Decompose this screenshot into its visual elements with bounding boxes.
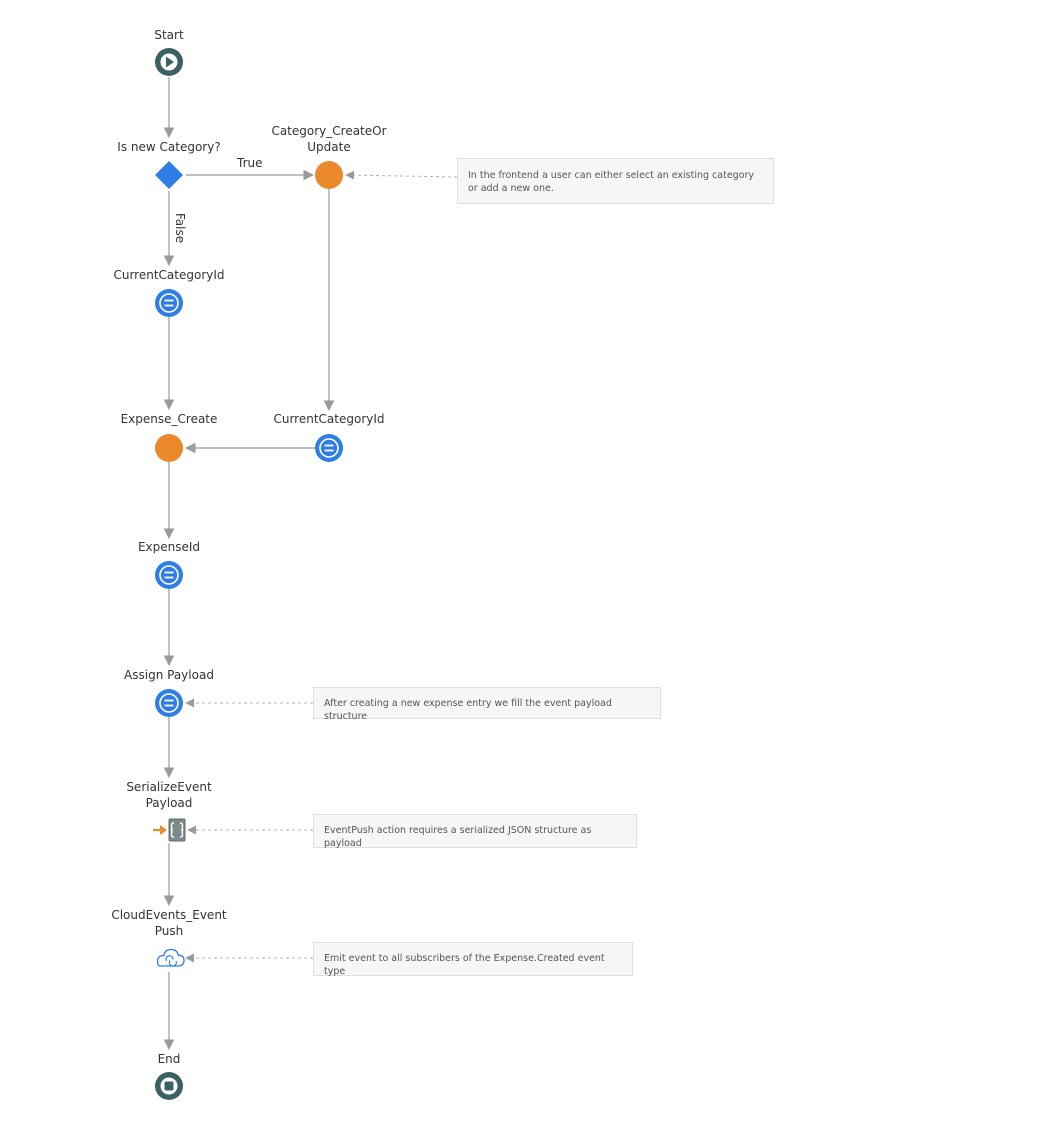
comment-payload[interactable]: After creating a new expense entry we fi…	[313, 687, 661, 722]
end-label: End	[157, 1052, 181, 1066]
stop-icon	[160, 1077, 178, 1095]
decision-label: Is new Category?	[117, 140, 221, 154]
end-node[interactable]	[155, 1072, 183, 1100]
equals-icon	[319, 438, 339, 458]
play-icon	[160, 53, 178, 71]
false-branch-label: False	[173, 213, 187, 244]
start-node[interactable]	[155, 48, 183, 76]
start-label: Start	[154, 28, 184, 42]
true-branch-label: True	[237, 156, 263, 170]
assign-expenseid-node[interactable]	[155, 561, 183, 589]
assign-payload-node[interactable]	[155, 689, 183, 717]
cloud-icon	[156, 948, 185, 967]
decision-node[interactable]	[155, 161, 183, 189]
comment-category[interactable]: In the frontend a user can either select…	[457, 158, 774, 204]
serialize-arrow-icon	[153, 825, 167, 835]
expense-create-label: Expense_Create	[120, 412, 218, 426]
comment-link-category	[345, 170, 458, 180]
serialize-label: SerializeEvent Payload	[126, 780, 212, 810]
equals-icon	[159, 565, 179, 585]
comment-links	[185, 170, 458, 963]
comment-push[interactable]: Emit event to all subscribers of the Exp…	[313, 942, 633, 977]
expenseid-label: ExpenseId	[137, 540, 201, 554]
json-serialize-icon	[168, 818, 186, 842]
expense-create-node[interactable]	[155, 434, 183, 462]
comment-serialize[interactable]: EventPush action requires a serialized J…	[313, 814, 637, 849]
assign-payload-label: Assign Payload	[124, 668, 214, 682]
equals-icon	[159, 293, 179, 313]
assign-current-category-right-node[interactable]	[315, 434, 343, 462]
assign-current-category-left-node[interactable]	[155, 289, 183, 317]
flow-connectors	[163, 77, 335, 1051]
assign-current-left-label: CurrentCategoryId	[113, 268, 225, 282]
push-label: CloudEvents_Event Push	[111, 908, 227, 938]
serialize-event-payload-node[interactable]	[153, 818, 186, 842]
category-createorupdate-node[interactable]	[315, 161, 343, 189]
cloudevents-eventpush-node[interactable]	[156, 948, 185, 967]
equals-icon	[159, 693, 179, 713]
category-action-label: Category_CreateOr Update	[271, 124, 387, 154]
assign-current-right-label: CurrentCategoryId	[273, 412, 385, 426]
